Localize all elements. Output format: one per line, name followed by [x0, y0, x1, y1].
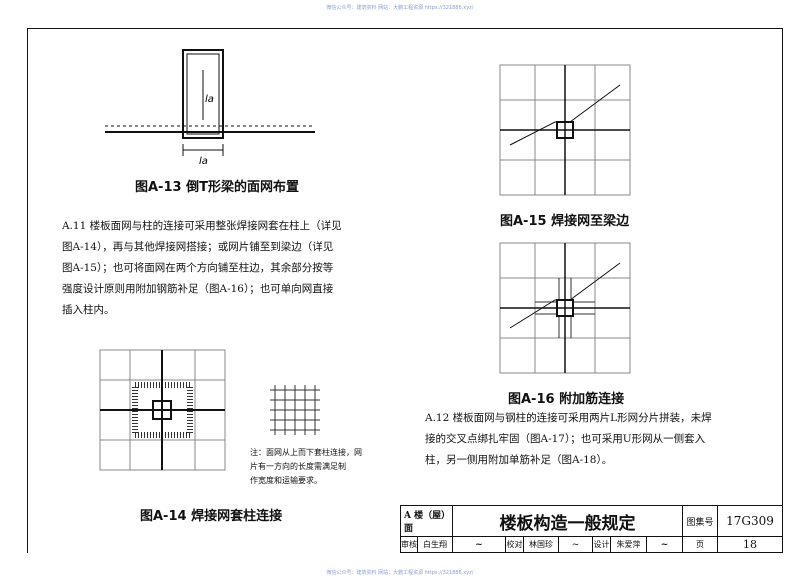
a12-line: 柱，另一侧用附加单筋补足（图A-18）。	[425, 454, 613, 466]
figure-a15-drawing	[499, 64, 631, 196]
reviewer-signature: ~	[453, 537, 506, 552]
watermark-bottom: 微信公众号：建筑资料 网站：大鹏工程资源 https://321886.xyz/	[326, 570, 474, 576]
figure-a13-caption: 图A-13 倒T形梁的面网布置	[135, 180, 299, 195]
paragraph-a11: A.11 楼板面网与柱的连接可采用整张焊接网套在柱上（详见 图A-14），再与其…	[62, 216, 342, 321]
note: 注：面网从上而下套柱连接，网 片有一方向的长度需满足制 作宽度和运输要求。	[250, 446, 362, 488]
watermark-top: 微信公众号：建筑资料 网站：大鹏工程资源 https://321886.xyz/	[326, 5, 474, 11]
figure-a14-caption: 图A-14 焊接网套柱连接	[140, 509, 283, 524]
a11-line: 图A-15）；也可将面网在两个方向铺至柱边，其余部分按等	[62, 262, 334, 274]
note-line: 注：面网从上而下套柱连接，网	[250, 448, 362, 457]
atlas-label: 图集号	[683, 506, 718, 537]
design-label: 设计	[593, 537, 611, 552]
sheet-title: 楼板构造一般规定	[453, 506, 683, 537]
designer-name: 朱爱萍	[611, 537, 647, 552]
figure-a16-drawing	[499, 242, 631, 374]
paragraph-a12: A.12 楼板面网与钢柱的连接可采用两片L形网分片拼装，未焊 接的交叉点绑扎牢固…	[425, 408, 712, 471]
review-label: 审核	[401, 537, 418, 552]
checker-name: 林国珍	[524, 537, 559, 552]
a11-line: 强度设计原则用附加钢筋补足（图A-16）；也可单向网直接	[62, 283, 334, 295]
figure-a14-drawing	[99, 349, 226, 471]
note-line: 片有一方向的长度需满足制	[250, 462, 346, 471]
a12-line: A.12 楼板面网与钢柱的连接可采用两片L形网分片拼装，未焊	[425, 412, 712, 424]
drawing-frame	[27, 28, 783, 553]
dim-label-top: la	[205, 94, 214, 105]
check-label: 校对	[506, 537, 524, 552]
page-number: 18	[743, 538, 757, 551]
a12-line: 接的交叉点绑扎牢固（图A-17）；也可采用U形网从一侧套入	[425, 433, 706, 445]
note-line: 作宽度和运输要求。	[250, 476, 322, 485]
a11-line: 图A-14），再与其他焊接网搭接；或网片铺至到梁边（详见	[62, 241, 334, 253]
a11-line: 插入柱内。	[62, 304, 115, 316]
checker-signature: ~	[559, 537, 593, 552]
section-label: A 楼（屋）面	[401, 506, 453, 537]
figure-a13-drawing: la la	[105, 49, 315, 165]
title-block: A 楼（屋）面 楼板构造一般规定 图集号 17G309 审核 白生翔 ~ 校对 …	[400, 505, 783, 553]
a11-line: A.11 楼板面网与柱的连接可采用整张焊接网套在柱上（详见	[62, 220, 342, 232]
figure-a15-caption: 图A-15 焊接网至梁边	[500, 214, 630, 229]
page-label: 页	[683, 537, 718, 552]
atlas-number: 17G309	[718, 506, 782, 537]
figure-a16-caption: 图A-16 附加筋连接	[508, 392, 625, 407]
designer-signature: ~	[647, 537, 683, 552]
dim-label-bottom: la	[199, 156, 208, 165]
reviewer-name: 白生翔	[418, 537, 453, 552]
figure-a14-detail	[270, 385, 320, 435]
